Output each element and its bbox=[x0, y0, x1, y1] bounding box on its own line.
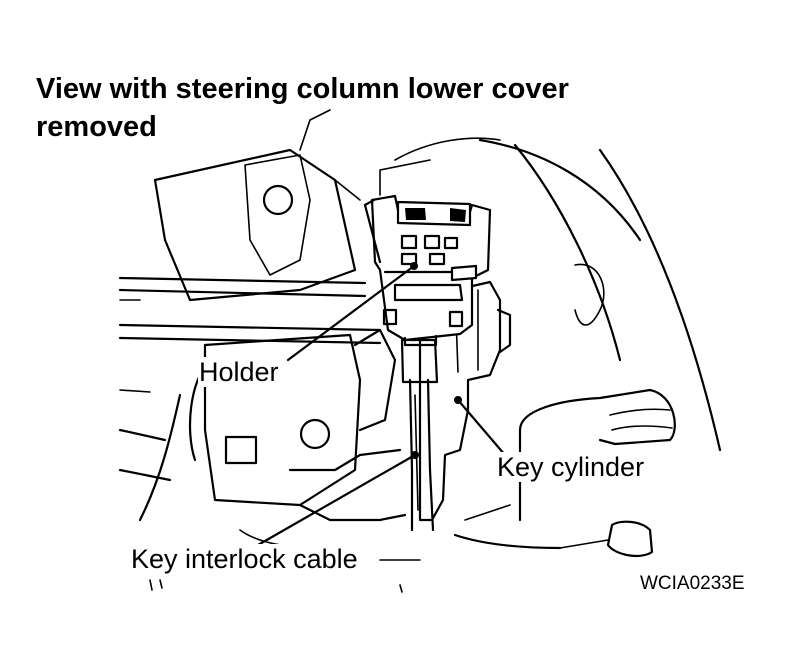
holder-label: Holder bbox=[198, 357, 280, 387]
figure-title: View with steering column lower cover re… bbox=[36, 73, 569, 143]
key-interlock-cable-label: Key interlock cable bbox=[130, 544, 359, 574]
right-side-component bbox=[518, 388, 676, 558]
figure-code: WCIA0233E bbox=[640, 573, 745, 594]
key-interlock-cable-leader-dot bbox=[411, 451, 419, 459]
holder bbox=[363, 194, 492, 347]
holder-leader-line bbox=[286, 264, 416, 362]
key-cylinder-leader-dot bbox=[454, 396, 462, 404]
leader-lines bbox=[256, 262, 507, 547]
key-cylinder-label: Key cylinder bbox=[496, 452, 646, 482]
upper-trim-panel bbox=[153, 109, 361, 302]
steering-column-bars bbox=[118, 276, 382, 345]
holder-leader-dot bbox=[410, 262, 418, 270]
key-cylinder-leader-line bbox=[456, 398, 507, 457]
dash-panel-right bbox=[379, 137, 722, 452]
key-interlock-cable-leader-line bbox=[256, 453, 417, 547]
